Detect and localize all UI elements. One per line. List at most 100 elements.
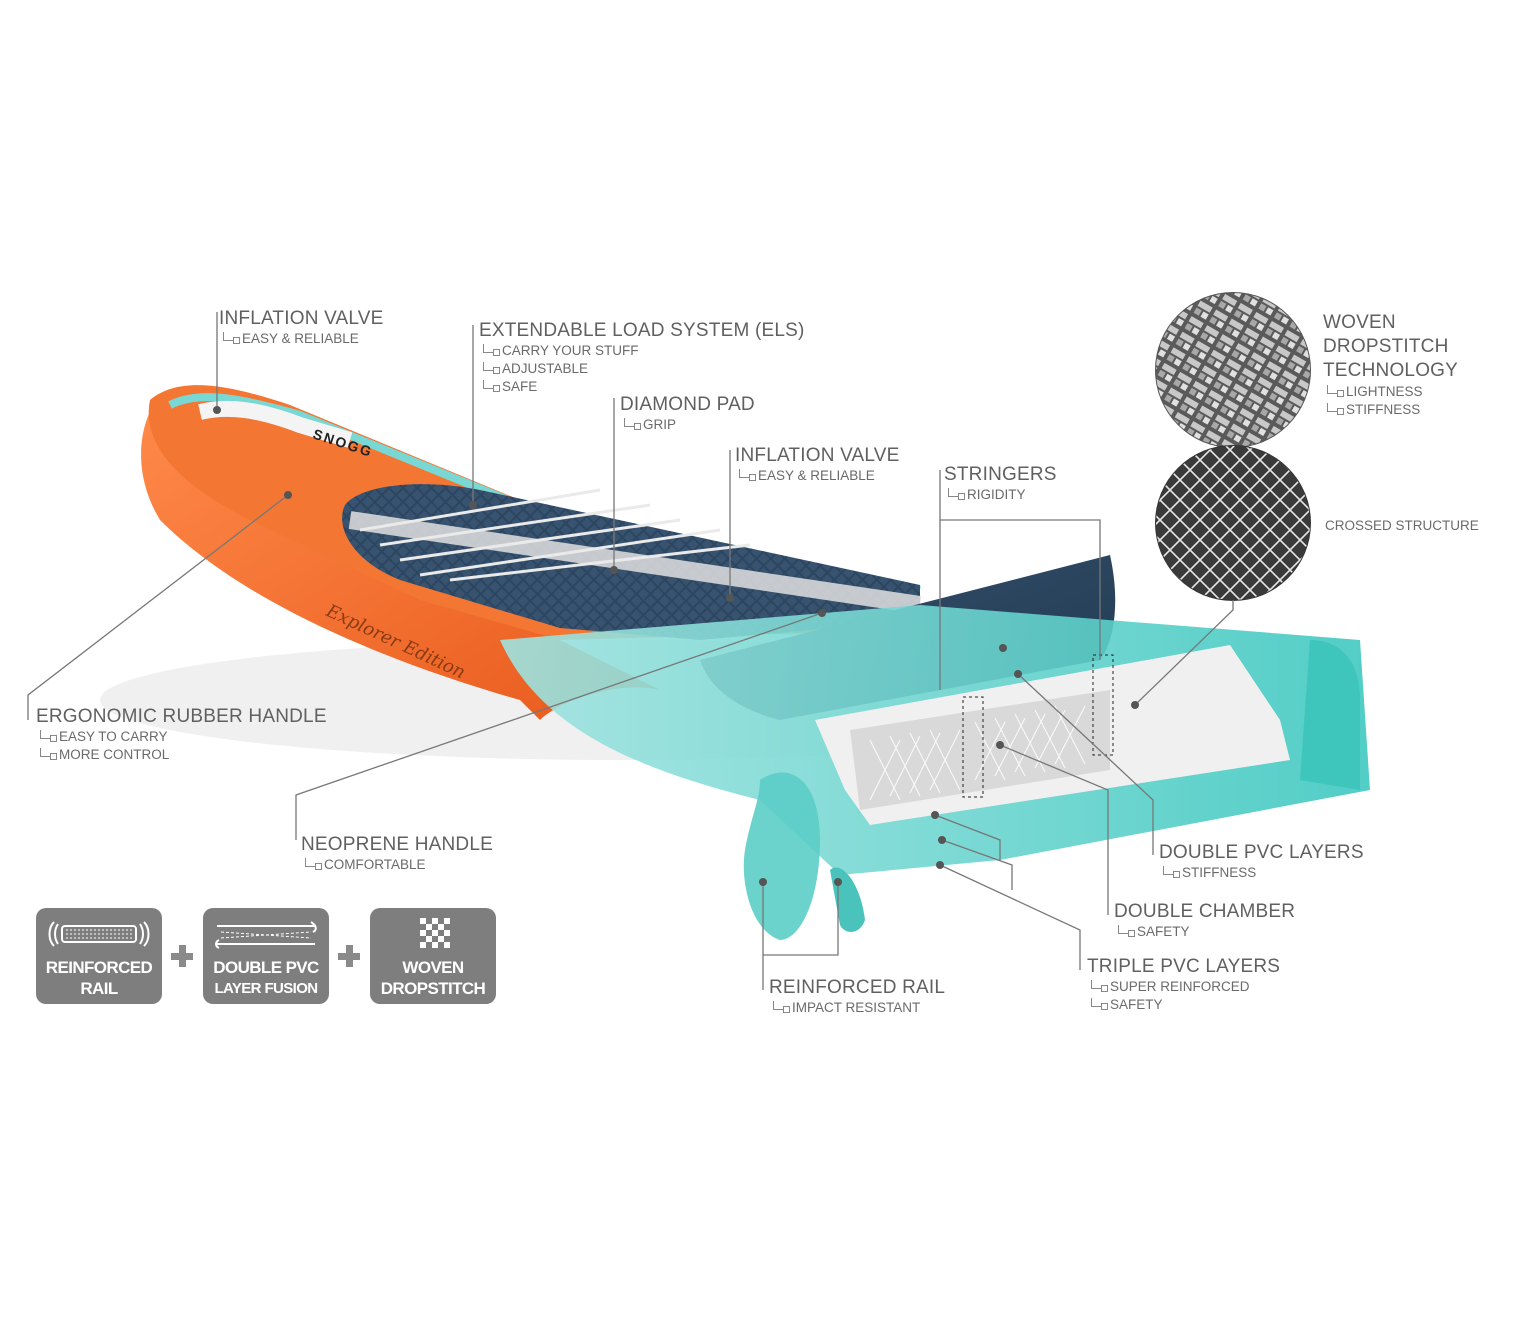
double-pvc-layer-icon [215, 921, 317, 949]
badge-line2: RAIL [80, 979, 118, 998]
callout-item-text: STIFFNESS [1182, 865, 1257, 880]
bracket-icon [1091, 980, 1108, 992]
woven-dropstitch-icon [420, 918, 450, 948]
callout-title: DOUBLE PVC LAYERS [1159, 842, 1364, 863]
callout-title-line: WOVEN [1323, 312, 1396, 333]
callout-item-text: CARRY YOUR STUFF [502, 343, 639, 358]
leader-dots [213, 406, 1139, 886]
callout-reinforced-rail: REINFORCED RAIL IMPACT RESISTANT [769, 977, 945, 1017]
callout-item: STIFFNESS [1323, 401, 1458, 419]
reinforced-rail-icon [48, 921, 150, 947]
badge-line1: WOVEN [402, 958, 464, 977]
callout-item-text: SUPER REINFORCED [1110, 979, 1250, 994]
bracket-icon [1091, 998, 1108, 1010]
callout-els: EXTENDABLE LOAD SYSTEM (ELS) CARRY YOUR … [479, 320, 805, 396]
callout-title: ERGONOMIC RUBBER HANDLE [36, 706, 327, 727]
badge-woven-dropstitch: WOVEN DROPSTITCH [370, 908, 496, 1004]
deck-stripe [198, 400, 353, 448]
bracket-icon [223, 332, 240, 344]
bracket-icon [948, 488, 965, 500]
plus-icon [337, 944, 361, 968]
callout-crossed-structure: CROSSED STRUCTURE [1325, 517, 1479, 535]
bracket-icon [483, 380, 500, 392]
callout-item: LIGHTNESS [1323, 383, 1458, 401]
callout-item: EASY & RELIABLE [735, 467, 900, 485]
dropstitch-threads [869, 705, 1086, 801]
callout-item-text: SAFETY [1137, 924, 1190, 939]
bracket-icon [40, 730, 57, 742]
callout-title-line: TECHNOLOGY [1323, 360, 1459, 381]
callout-item: COMFORTABLE [301, 856, 493, 874]
bracket-icon [1163, 866, 1180, 878]
callout-item-text: EASY & RELIABLE [242, 331, 359, 346]
callout-title: STRINGERS [944, 464, 1057, 485]
bracket-icon [1118, 925, 1135, 937]
els-bungee-cords [359, 488, 751, 582]
callout-stringers: STRINGERS RIGIDITY [944, 464, 1057, 504]
badge-reinforced-rail: REINFORCED RAIL [36, 908, 162, 1004]
callout-title: DIAMOND PAD [620, 394, 755, 415]
callout-item-text: EASY & RELIABLE [758, 468, 875, 483]
bracket-icon [624, 418, 641, 430]
callout-item: ADJUSTABLE [479, 360, 805, 378]
callout-item: STIFFNESS [1159, 864, 1364, 882]
callout-item-text: SAFETY [1110, 997, 1163, 1012]
callout-item-text: STIFFNESS [1346, 402, 1421, 417]
callout-item: GRIP [620, 416, 755, 434]
callout-neoprene-handle: NEOPRENE HANDLE COMFORTABLE [301, 834, 493, 874]
callout-item-text: ADJUSTABLE [502, 361, 589, 376]
plus-icon [170, 944, 194, 968]
bracket-icon [739, 469, 756, 481]
board-trim [168, 393, 921, 594]
badge-line1: DOUBLE PVC [213, 958, 319, 977]
callout-item-text: IMPACT RESISTANT [792, 1000, 921, 1015]
callout-label: CROSSED STRUCTURE [1325, 518, 1479, 533]
callout-double-chamber: DOUBLE CHAMBER SAFETY [1114, 901, 1295, 941]
callout-item: SUPER REINFORCED [1087, 978, 1280, 996]
bracket-icon [1327, 403, 1344, 415]
callout-item: IMPACT RESISTANT [769, 999, 945, 1017]
bracket-icon [483, 362, 500, 374]
callout-title: REINFORCED RAIL [769, 977, 946, 998]
callout-title: EXTENDABLE LOAD SYSTEM (ELS) [479, 320, 805, 341]
tail-fin [1300, 640, 1360, 790]
callout-inflation-valve-2: INFLATION VALVE EASY & RELIABLE [735, 445, 900, 485]
callout-item-text: GRIP [643, 417, 677, 432]
bracket-icon [1327, 385, 1344, 397]
bracket-icon [483, 344, 500, 356]
callout-triple-pvc-layers: TRIPLE PVC LAYERS SUPER REINFORCED SAFET… [1087, 956, 1280, 1014]
callout-diamond-pad: DIAMOND PAD GRIP [620, 394, 755, 434]
callout-title: INFLATION VALVE [219, 308, 384, 329]
callout-item: SAFETY [1114, 923, 1295, 941]
badge-line2: DROPSTITCH [380, 979, 486, 998]
callout-item-text: RIGIDITY [967, 487, 1026, 502]
crossed-structure-closeup [1155, 445, 1311, 601]
woven-dropstitch-closeup [1155, 292, 1311, 448]
callout-woven-dropstitch: WOVEN DROPSTITCH TECHNOLOGY LIGHTNESS ST… [1323, 311, 1458, 419]
callout-title: DOUBLE CHAMBER [1114, 901, 1296, 922]
bracket-icon [773, 1001, 790, 1013]
bracket-icon [305, 858, 322, 870]
badge-line2: LAYER FUSION [214, 980, 318, 997]
callout-item: SAFE [479, 378, 805, 396]
callout-title-line: DROPSTITCH [1323, 336, 1449, 357]
callout-title: TRIPLE PVC LAYERS [1087, 956, 1281, 977]
callout-item: SAFETY [1087, 996, 1280, 1014]
callout-double-pvc-layers: DOUBLE PVC LAYERS STIFFNESS [1159, 842, 1364, 882]
badge-double-pvc: DOUBLE PVC LAYER FUSION [203, 908, 329, 1004]
callout-item-text: SAFE [502, 379, 538, 394]
callout-item: RIGIDITY [944, 486, 1057, 504]
badge-line1: REINFORCED [45, 958, 153, 977]
callout-item-text: LIGHTNESS [1346, 384, 1423, 399]
rail-flap-2 [830, 867, 865, 932]
callout-item-text: MORE CONTROL [59, 747, 170, 762]
callout-ergonomic-handle: ERGONOMIC RUBBER HANDLE EASY TO CARRY MO… [36, 706, 327, 764]
callout-item: CARRY YOUR STUFF [479, 342, 805, 360]
callout-item: EASY TO CARRY [36, 728, 327, 746]
callout-title: INFLATION VALVE [735, 445, 900, 466]
callout-item-text: COMFORTABLE [324, 857, 426, 872]
core-chamber [850, 690, 1110, 810]
callout-title: NEOPRENE HANDLE [301, 834, 493, 855]
callout-item-text: EASY TO CARRY [59, 729, 168, 744]
